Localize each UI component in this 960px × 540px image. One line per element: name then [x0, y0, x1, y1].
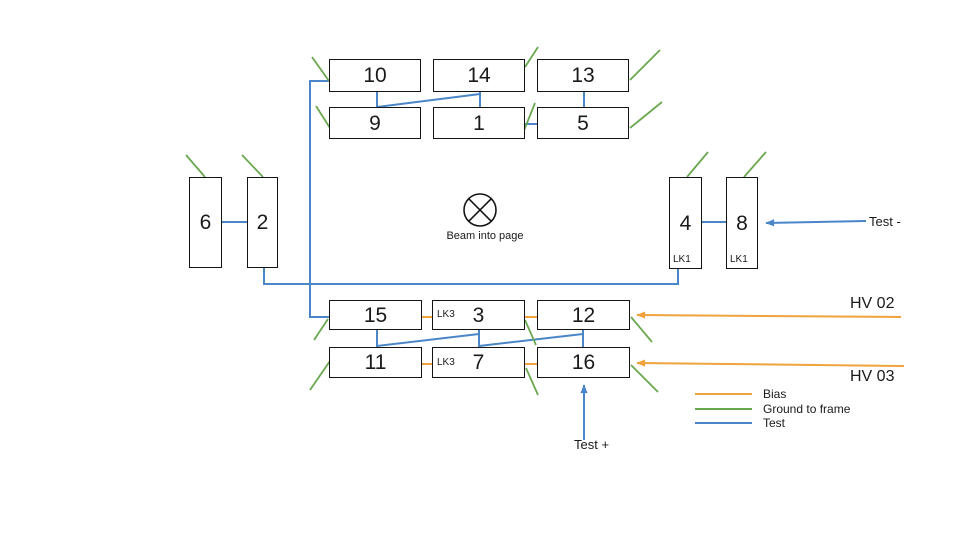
beam-cross-line: [468, 198, 492, 222]
ground-tick-box4: [686, 151, 709, 178]
box-7: 7 LK3: [432, 347, 525, 378]
box-3-sublabel: LK3: [437, 309, 455, 320]
legend-label-ground-to-frame: Ground to frame: [763, 401, 851, 416]
bias-connectors: [422, 311, 905, 367]
ground-tick-box5-right: [629, 101, 663, 129]
ground-tick-box7: [525, 367, 539, 396]
test-connector-2-to-4: [263, 268, 679, 285]
box-11: 11: [329, 347, 422, 378]
box-16-label: 16: [571, 351, 596, 374]
test-connector-10-to-15: [309, 80, 330, 318]
bias-line-swatch: [695, 393, 752, 396]
box-6-label: 6: [199, 211, 212, 234]
box-7-sublabel: LK3: [437, 356, 455, 368]
box-3-label: 3: [472, 303, 485, 327]
ground-tick-box13: [629, 49, 661, 81]
box-5-label: 5: [577, 111, 589, 135]
box-4-sublabel: LK1: [673, 254, 691, 265]
box-7-label: 7: [472, 351, 485, 374]
legend-item-ground-to-frame: Ground to frame: [695, 402, 850, 417]
box-12-label: 12: [571, 303, 596, 327]
box-4-label: 4: [679, 211, 692, 235]
ground-tick-box3: [524, 319, 537, 346]
ground-to-frame-ticks: [185, 46, 767, 396]
box-4: 4 LK1: [669, 177, 702, 269]
test-connector-11-3-diagonal: [376, 333, 480, 347]
test-minus-label: Test -: [869, 214, 901, 229]
legend-label-test: Test: [763, 416, 786, 431]
ground-tick-box5-left: [522, 102, 536, 134]
ground-tick-box12: [630, 316, 653, 343]
box-1-label: 1: [473, 111, 485, 135]
box-10-label: 10: [363, 64, 387, 87]
test-connector-7-12-diagonal: [478, 333, 584, 347]
box-14: 14: [433, 59, 525, 92]
box-2-label: 2: [256, 211, 269, 234]
box-12: 12: [537, 300, 630, 330]
legend-item-test: Test: [695, 416, 850, 431]
hv03-arrow: [636, 359, 905, 367]
ground-tick-box15: [313, 318, 329, 341]
test-line-swatch: [695, 422, 752, 425]
box-6: 6: [189, 177, 222, 268]
box-15-label: 15: [363, 303, 388, 327]
box-14-label: 14: [467, 64, 491, 87]
ground-line-swatch: [695, 407, 752, 410]
box-16: 16: [537, 347, 630, 378]
box-10: 10: [329, 59, 421, 92]
box-11-label: 11: [364, 351, 387, 374]
box-2: 2: [247, 177, 278, 268]
ground-tick-box9: [315, 105, 331, 129]
ground-tick-box11: [309, 360, 331, 391]
hv02-label: HV 02: [850, 295, 895, 312]
ground-tick-box14: [524, 46, 539, 68]
legend: Bias Ground to frame Test: [695, 387, 850, 431]
ground-tick-box2: [241, 154, 264, 178]
box-9: 9: [329, 107, 421, 139]
box-3: 3 LK3: [432, 300, 525, 330]
legend-item-bias: Bias: [695, 387, 850, 402]
test-minus-arrow: [765, 219, 867, 227]
beam-label: Beam into page: [446, 230, 524, 242]
ground-tick-box6: [185, 154, 206, 178]
box-1: 1: [433, 107, 525, 139]
legend-label-bias: Bias: [763, 387, 787, 402]
hv03-label: HV 03: [850, 368, 895, 385]
box-8-sublabel: LK1: [730, 254, 748, 265]
box-15: 15: [329, 300, 422, 330]
box-13: 13: [537, 59, 629, 92]
ground-tick-box8: [743, 151, 767, 178]
hv02-arrow: [636, 311, 902, 319]
ground-tick-box10: [311, 56, 330, 82]
box-8-label: 8: [736, 211, 748, 235]
test-plus-label: Test +: [574, 437, 610, 452]
ground-tick-box16: [630, 364, 659, 393]
test-connector-9-14-diagonal: [376, 93, 481, 108]
beam-into-page-icon: [463, 193, 497, 227]
box-5: 5: [537, 107, 629, 139]
box-13-label: 13: [571, 64, 595, 87]
box-8: 8 LK1: [726, 177, 758, 269]
box-9-label: 9: [369, 111, 381, 135]
